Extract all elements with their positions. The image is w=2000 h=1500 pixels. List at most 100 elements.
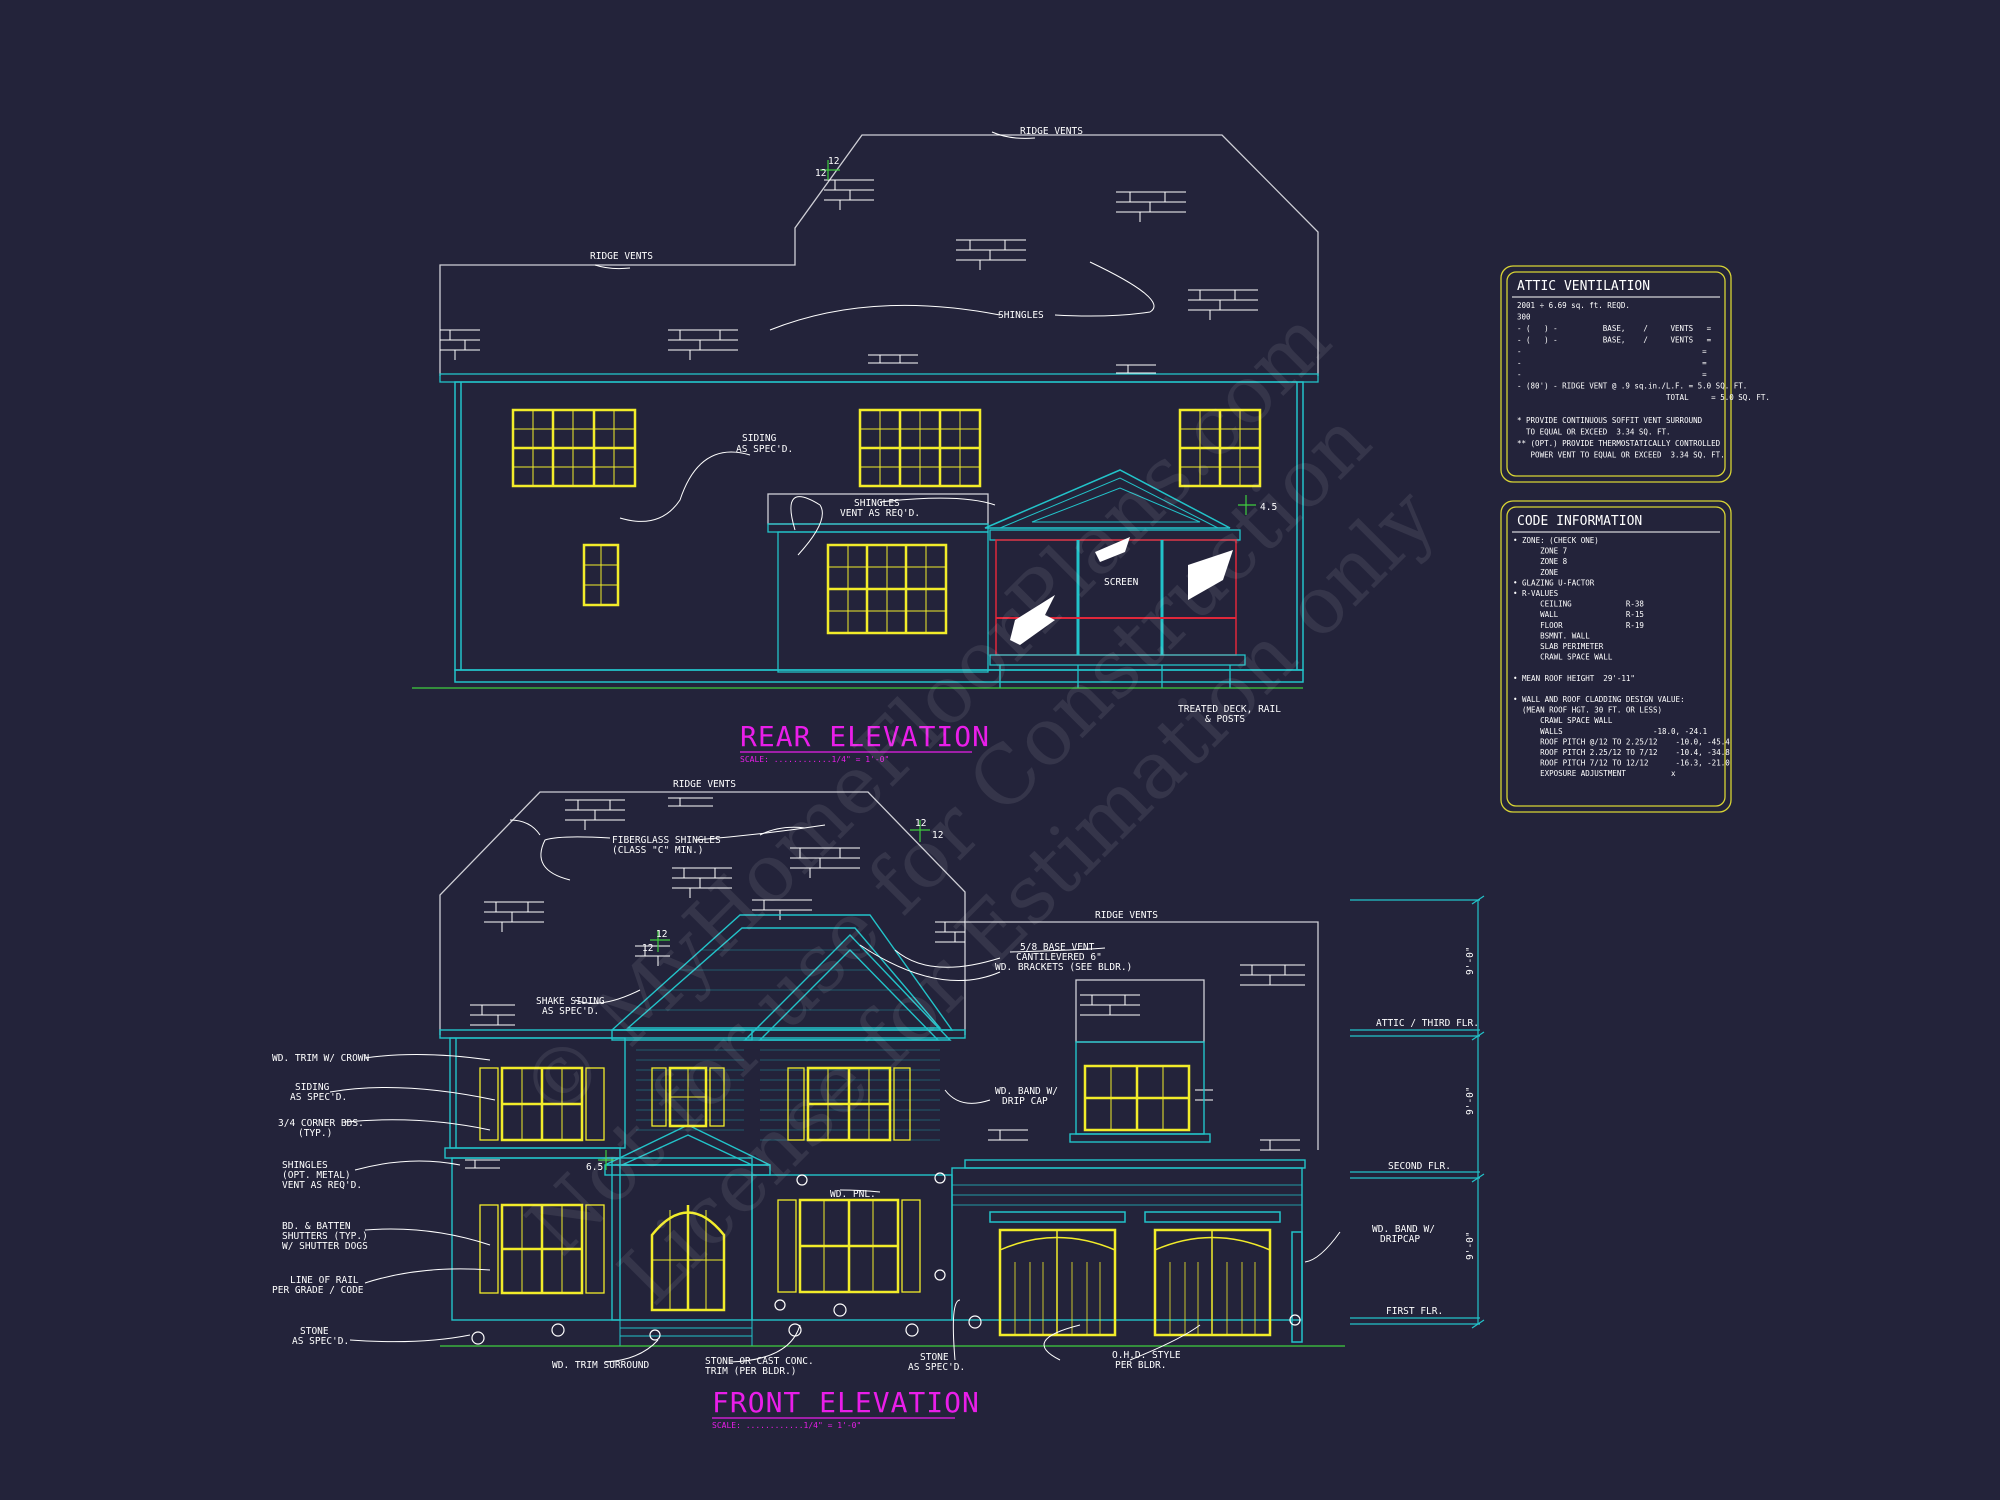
front-pitch-marks (598, 820, 930, 1170)
rear-pitch-label-c: 4.5 (1260, 502, 1277, 513)
shake-siding-label-2: AS SPEC'D. (542, 1006, 599, 1017)
code_box-line: SLAB PERIMETER (1513, 642, 1604, 651)
attic_box-line: 300 (1517, 313, 1531, 322)
code_box-line: CRAWL SPACE WALL (1513, 653, 1613, 662)
stone-mid-label-1: STONE (920, 1352, 949, 1363)
rear-roof (439, 134, 1319, 383)
band-drip-label-2: DRIP CAP (1002, 1096, 1048, 1107)
fiberglass-label-2: (CLASS "C" MIN.) (612, 845, 704, 856)
code-information-lines: • ZONE: (CHECK ONE) ZONE 7 ZONE 8 ZONE• … (1513, 536, 1730, 778)
code_box-line: ROOF PITCH 2.25/12 TO 7/12 -10.4, -34.8 (1513, 748, 1730, 757)
attic_box-line: - (80') - RIDGE VENT @ .9 sq.in./L.F. = … (1517, 382, 1747, 391)
rear-pitch-label-a: 12 (828, 156, 839, 167)
dim-mid-label: 9'-0" (1465, 1086, 1476, 1115)
front-pitch-label-d: 12 (642, 943, 653, 954)
band-drip-label-1: WD. BAND W/ (995, 1086, 1058, 1097)
front-leaders (329, 819, 1341, 1363)
dim-bot-label: 9'-0" (1465, 1231, 1476, 1260)
level-attic-label: ATTIC / THIRD FLR. (1376, 1018, 1479, 1029)
garage-trim (989, 1211, 1303, 1343)
siding-label-1: SIDING (295, 1082, 330, 1093)
dim-top-label: 9'-0" (1465, 946, 1476, 975)
rear-leaders (594, 131, 1155, 556)
watermark-line-2: Not for use for Construction (509, 394, 1388, 1273)
stone-left-label-1: STONE (300, 1326, 329, 1337)
attic_box-line: 2001 ÷ 6.69 sq. ft. REQD. (1517, 301, 1630, 310)
corner-bds-label-1: 3/4 CORNER BDS. (278, 1118, 364, 1129)
band-right-label-2: DRIPCAP (1380, 1234, 1420, 1245)
front-elevation: RIDGE VENTS RIDGE VENTS FIBERGLASS SHING… (272, 779, 1435, 1430)
siding-label-2: AS SPEC'D. (290, 1092, 347, 1103)
level-markers: ATTIC / THIRD FLR. SECOND FLR. FIRST FLR… (1350, 895, 1485, 1329)
code_box-line: ZONE (1513, 568, 1559, 577)
level-second-label: SECOND FLR. (1388, 1161, 1451, 1172)
attic_box-line: - = (1517, 347, 1707, 356)
rail-label-1: LINE OF RAIL (290, 1275, 359, 1286)
rear-siding-label-2: AS SPEC'D. (736, 444, 793, 455)
code_box-line: ZONE 8 (1513, 557, 1568, 566)
code_box-line: • ZONE: (CHECK ONE) (1513, 536, 1599, 545)
attic-ventilation-box: ATTIC VENTILATION 2001 ÷ 6.69 sq. ft. RE… (1500, 265, 1770, 483)
rear-shingles-vent-label-1: SHINGLES (854, 498, 900, 509)
rear-deck-label-1: TREATED DECK, RAIL (1178, 704, 1281, 715)
rear-elevation: RIDGE VENTS RIDGE VENTS SHINGLES SIDING … (412, 126, 1319, 764)
rail-label-2: PER GRADE / CODE (272, 1285, 364, 1296)
band-right-label-1: WD. BAND W/ (1372, 1224, 1435, 1235)
attic_box-line: - ( ) - BASE, / VENTS = (1517, 324, 1712, 333)
rear-windows (511, 408, 1262, 635)
attic-ventilation-lines: 2001 ÷ 6.69 sq. ft. REQD. 300 - ( ) - BASE… (1517, 301, 1770, 460)
attic_box-line: ** (OPT.) PROVIDE THERMOSTATICALLY CONTR… (1517, 439, 1721, 448)
shutters-label-2: SHUTTERS (TYP.) (282, 1231, 368, 1242)
code_box-line: ROOF PITCH @/12 TO 2.25/12 -10.0, -45.4 (1513, 737, 1730, 746)
front-ridge-vents-top-label: RIDGE VENTS (673, 779, 736, 790)
fiberglass-label-1: FIBERGLASS SHINGLES (612, 835, 721, 846)
front-pitch-label-a: 12 (915, 818, 926, 829)
rear-ridge-vents-left-label: RIDGE VENTS (590, 251, 653, 262)
shutters-label-3: W/ SHUTTER DOGS (282, 1241, 368, 1252)
attic_box-line: - ( ) - BASE, / VENTS = (1517, 336, 1712, 345)
attic_box-line: TO EQUAL OR EXCEED 3.34 SQ. FT. (1517, 428, 1671, 437)
attic_box-line: - = (1517, 370, 1707, 379)
ohd-label-2: PER BLDR. (1115, 1360, 1166, 1371)
rear-shingle-marks (440, 179, 1258, 374)
attic_box-line: POWER VENT TO EQUAL OR EXCEED 3.34 SQ. F… (1517, 451, 1725, 460)
code_box-line: WALLS -18.0, -24.1 (1513, 727, 1707, 736)
code_box-line: • GLAZING U-FACTOR (1513, 578, 1595, 587)
rear-wall (454, 381, 1304, 683)
front-windows (500, 1064, 1272, 1337)
code_box-line: BSMNT. WALL (1513, 631, 1590, 640)
front-shingles-label-1: SHINGLES (282, 1160, 328, 1171)
rear-pitch-marks (820, 160, 1256, 515)
front-scale-label: SCALE: ............1/4" = 1'-0" (712, 1421, 861, 1430)
rear-elevation-title: REAR ELEVATION (740, 720, 990, 753)
code_box-line: ZONE 7 (1513, 547, 1567, 556)
code_box-line: FLOOR R-19 (1513, 621, 1644, 630)
rear-shingles-label: SHINGLES (998, 310, 1044, 321)
rear-siding-label-1: SIDING (742, 433, 777, 444)
code_box-line: • MEAN ROOF HEIGHT 29'-11" (1513, 674, 1635, 683)
level-first-label: FIRST FLR. (1386, 1306, 1443, 1317)
code_box-line: ROOF PITCH 7/12 TO 12/12 -16.3, -21.0 (1513, 759, 1730, 768)
code_box-line: (MEAN ROOF HGT. 30 FT. OR LESS) (1513, 706, 1662, 715)
shutters (479, 1067, 921, 1294)
stone-cast-label-1: STONE OR CAST CONC. (705, 1356, 814, 1367)
rear-screen-label: SCREEN (1104, 577, 1139, 588)
attic_box-line: TOTAL = 5.0 SQ. FT. (1517, 393, 1770, 402)
code-information-box: CODE INFORMATION • ZONE: (CHECK ONE) ZON… (1500, 500, 1732, 813)
front-shingles-label-3: VENT AS REQ'D. (282, 1180, 362, 1191)
code_box-line: CEILING R-38 (1513, 600, 1644, 609)
shutters-label-1: BD. & BATTEN (282, 1221, 351, 1232)
trim-surround-label: WD. TRIM SURROUND (552, 1360, 650, 1371)
base-vent-label-2: CANTILEVERED 6" (1016, 952, 1102, 963)
code_box-line: WALL R-15 (1513, 610, 1644, 619)
rear-scale-label: SCALE: ............1/4" = 1'-0" (740, 755, 889, 764)
code_box-line: EXPOSURE ADJUSTMENT x (1513, 769, 1676, 778)
rear-ridge-vents-top-label: RIDGE VENTS (1020, 126, 1083, 137)
stone-mid-label-2: AS SPEC'D. (908, 1362, 965, 1373)
code_box-line: CRAWL SPACE WALL (1513, 716, 1613, 725)
watermark: © MyHomeFloorPlans.com Not for use for C… (502, 292, 1453, 1322)
corner-bds-label-2: (TYP.) (298, 1128, 332, 1139)
stone-marks (471, 1172, 1301, 1345)
front-pitch-label-e: 6.5 (586, 1162, 603, 1173)
